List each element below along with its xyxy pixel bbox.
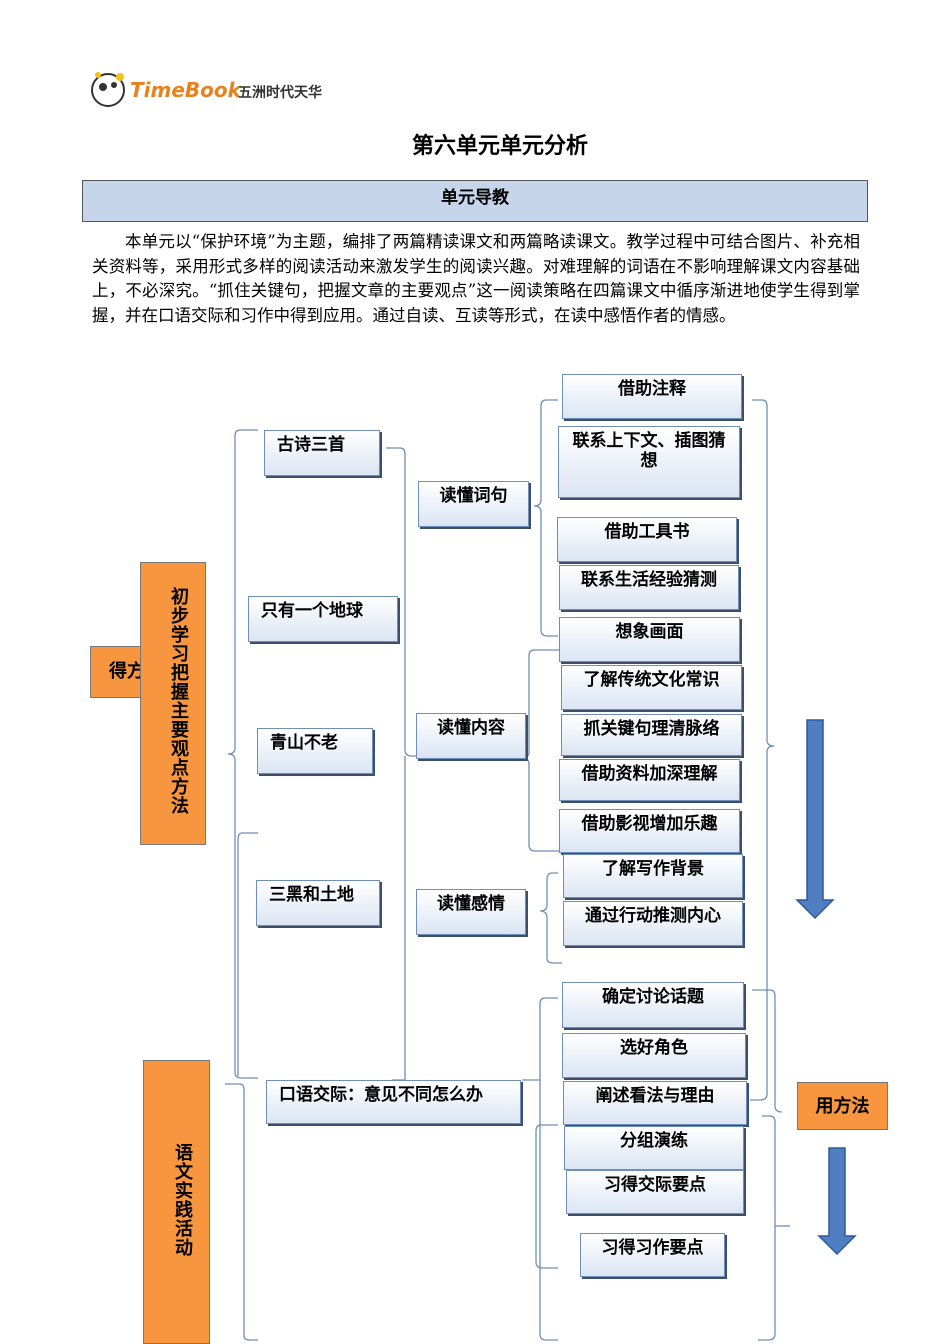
method-box: 想象画面 xyxy=(559,617,740,662)
label-practice-text: 语文实践活动 xyxy=(172,1143,193,1257)
method-box: 借助影视增加乐趣 xyxy=(559,809,740,853)
label-main-method: 初步学习把握主要观点方法 xyxy=(140,562,206,845)
method-box: 抓关键句理清脉络 xyxy=(561,714,742,756)
down-arrow-icon xyxy=(795,719,835,920)
method-box: 联系生活经验猜测 xyxy=(559,565,739,610)
logo xyxy=(90,70,350,110)
goal-box: 读懂词句 xyxy=(418,481,529,527)
method-box: 了解传统文化常识 xyxy=(561,665,742,710)
oral-step-box: 阐述看法与理由 xyxy=(563,1081,747,1125)
method-box: 通过行动推测内心 xyxy=(563,901,743,946)
lesson-box: 青山不老 xyxy=(257,728,373,774)
down-arrow-icon-2 xyxy=(817,1147,857,1256)
oral-step-box: 选好角色 xyxy=(562,1033,746,1078)
lesson-box: 只有一个地球 xyxy=(248,596,398,642)
lesson-box: 口语交际：意见不同怎么办 xyxy=(266,1080,521,1124)
label-main-method-text: 初步学习把握主要观点方法 xyxy=(168,587,189,815)
logo-chinese-name: 五洲时代天华 xyxy=(238,85,322,101)
page-title: 第六单元单元分析 xyxy=(411,134,588,159)
oral-step-box: 习得交际要点 xyxy=(566,1170,744,1214)
lesson-box: 古诗三首 xyxy=(264,430,380,476)
intro-paragraph: 本单元以“保护环境”为主题，编排了两篇精读课文和两篇略读课文。教学过程中可结合图… xyxy=(92,232,860,325)
method-box: 联系上下文、插图猜想 xyxy=(558,426,740,498)
lesson-box: 三黑和土地 xyxy=(256,880,380,926)
method-box: 借助工具书 xyxy=(557,517,737,562)
method-box: 了解写作背景 xyxy=(563,854,743,898)
method-box: 借助资料加深理解 xyxy=(559,759,740,801)
oral-step-box: 确定讨论话题 xyxy=(562,982,744,1028)
method-box: 借助注释 xyxy=(562,374,742,419)
goal-box: 读懂感情 xyxy=(416,889,526,935)
label-get-method: 得方 xyxy=(90,646,148,698)
oral-step-box: 分组演练 xyxy=(564,1126,744,1170)
oral-step-box: 习得习作要点 xyxy=(580,1233,725,1277)
label-practice: 语文实践活动 xyxy=(143,1060,210,1344)
logo-brand: TimeBook xyxy=(130,78,241,102)
goal-box: 读懂内容 xyxy=(416,713,526,759)
section-banner: 单元导教 xyxy=(82,180,868,222)
logo-mascot-icon xyxy=(91,72,125,107)
label-use-method: 用方法 xyxy=(797,1082,888,1130)
